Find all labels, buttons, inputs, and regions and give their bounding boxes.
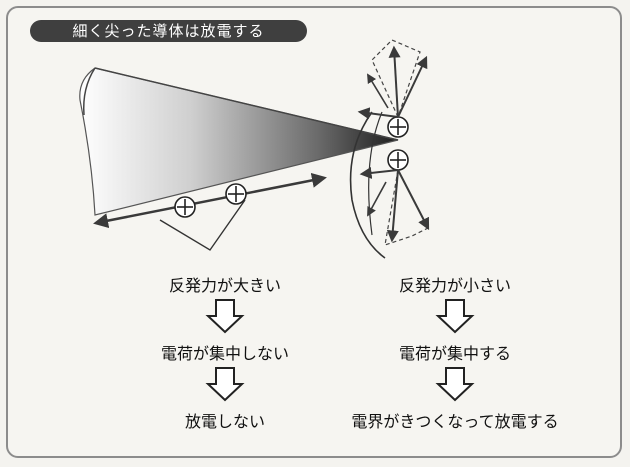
lower-force-parallelogram <box>384 168 429 246</box>
diagram-title: 細く尖った導体は放電する <box>30 20 307 42</box>
left-down-arrow-2 <box>205 367 245 402</box>
left-step1-label: 反発力が大きい <box>168 276 281 295</box>
left-charge-2 <box>225 183 247 205</box>
tip-surface-curve <box>349 111 386 259</box>
left-step3-label: 放電しない <box>184 412 265 431</box>
upper-force-arrow-b <box>357 107 399 120</box>
conductor-outline-upper <box>94 67 399 141</box>
right-step2-label: 電荷が集中する <box>398 344 511 363</box>
right-down-arrow-2 <box>435 367 475 402</box>
left-repulsion-arrow <box>93 172 327 229</box>
tip-side-arrow-upper <box>367 73 389 109</box>
lower-force-arrow-b <box>359 166 399 179</box>
upper-force-arrow-a <box>397 55 428 118</box>
right-down-arrow-1 <box>435 299 475 334</box>
left-charge-1 <box>174 196 196 218</box>
right-step3-label: 電界がきつくなって放電する <box>351 412 559 431</box>
left-callout-lines <box>159 199 246 251</box>
left-down-arrow-1 <box>205 299 245 334</box>
upper-resultant-arrow <box>388 45 401 118</box>
tip-surface-curve-inner <box>368 111 383 236</box>
right-step1-label: 反発力が小さい <box>398 276 511 295</box>
lower-force-arrow-a <box>397 169 430 231</box>
lower-resultant-arrow <box>386 169 399 243</box>
left-step2-label: 電荷が集中しない <box>160 344 289 363</box>
right-charge-2 <box>387 149 409 171</box>
conductor-outline-left <box>82 67 96 116</box>
tip-side-arrow-lower <box>367 181 387 217</box>
right-charge-1 <box>387 116 409 138</box>
